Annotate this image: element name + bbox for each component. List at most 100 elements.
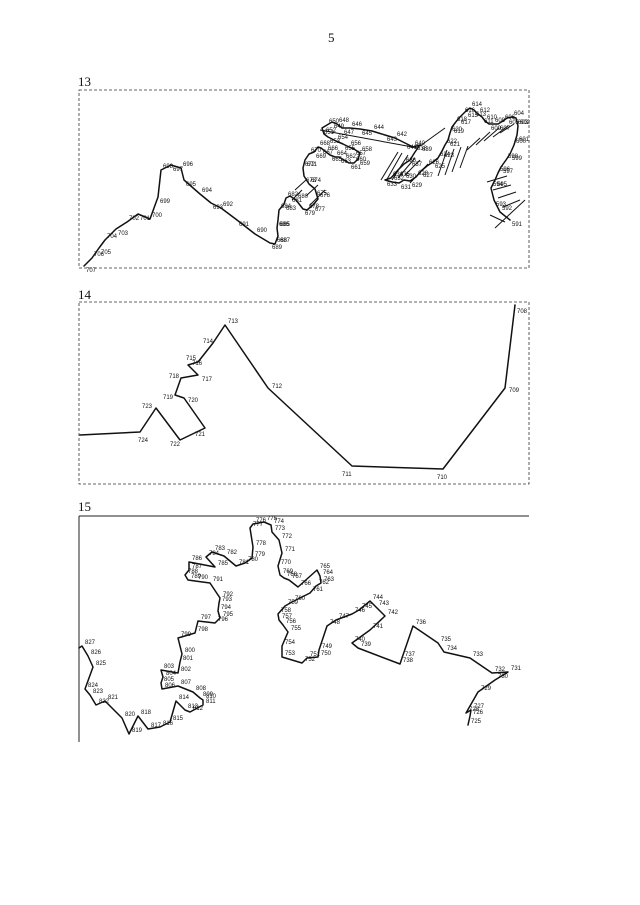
- point-label: 726: [473, 710, 484, 716]
- point-label: 658: [362, 147, 373, 153]
- point-label: 786: [192, 556, 203, 562]
- point-label: 824: [88, 683, 99, 689]
- point-label: 697: [173, 167, 184, 173]
- point-label: 806: [165, 683, 176, 689]
- point-label: 750: [321, 651, 332, 657]
- point-label: 796: [218, 617, 229, 623]
- point-label: 693: [213, 205, 224, 211]
- point-label: 819: [132, 728, 143, 734]
- point-label: 749: [322, 644, 333, 650]
- point-label: 629: [412, 183, 423, 189]
- point-label: 645: [362, 131, 373, 137]
- point-label: 820: [125, 712, 136, 718]
- point-label: 665: [332, 157, 343, 163]
- point-label: 730: [498, 674, 509, 680]
- point-label: 675: [317, 191, 328, 197]
- point-label: 748: [330, 620, 341, 626]
- point-label: 657: [356, 151, 367, 157]
- point-label: 718: [169, 374, 180, 380]
- point-label: 710: [437, 475, 448, 481]
- point-label: 673: [306, 178, 317, 184]
- figure-13-trace: [83, 107, 519, 267]
- point-label: 691: [239, 222, 250, 228]
- point-label: 692: [223, 202, 234, 208]
- point-label: 812: [193, 706, 204, 712]
- point-label: 736: [416, 620, 427, 626]
- point-label: 607: [500, 126, 511, 132]
- branch-line: [419, 127, 446, 147]
- point-label: 649: [334, 124, 345, 130]
- figure-15-trace: [78, 521, 509, 735]
- point-label: 610: [487, 115, 498, 121]
- point-label: 776: [256, 518, 267, 524]
- point-label: 814: [179, 695, 190, 701]
- point-label: 680: [298, 194, 309, 200]
- point-label: 758: [281, 608, 292, 614]
- point-label: 713: [228, 319, 239, 325]
- point-label: 770: [281, 560, 292, 566]
- point-label: 810: [206, 694, 217, 700]
- point-label: 621: [450, 142, 461, 148]
- point-label: 655: [345, 146, 356, 152]
- branch-line: [492, 184, 512, 191]
- point-label: 608: [495, 118, 506, 124]
- point-label: 753: [285, 651, 296, 657]
- branch-line: [437, 149, 448, 177]
- point-label: 653: [330, 139, 341, 145]
- point-label: 768: [287, 572, 298, 578]
- point-label: 666: [328, 146, 339, 152]
- point-label: 591: [512, 222, 523, 228]
- point-label: 724: [138, 438, 149, 444]
- branch-line: [305, 184, 319, 197]
- point-label: 593: [496, 202, 507, 208]
- point-label: 715: [186, 356, 197, 362]
- point-label: 642: [397, 132, 408, 138]
- point-label: 674: [311, 178, 322, 184]
- point-label: 755: [291, 626, 302, 632]
- branch-line: [409, 163, 429, 184]
- point-label: 719: [163, 395, 174, 401]
- point-label: 709: [509, 388, 520, 394]
- point-label: 644: [374, 125, 385, 131]
- figure-15-frame: [78, 515, 529, 742]
- point-label: 685: [280, 222, 291, 228]
- point-label: 706: [94, 252, 105, 258]
- point-label: 632: [394, 176, 405, 182]
- point-label: 617: [461, 120, 472, 126]
- point-label: 772: [282, 534, 293, 540]
- point-label: 695: [186, 182, 197, 188]
- point-label: 677: [315, 207, 326, 213]
- branch-line: [486, 175, 508, 183]
- point-label: 667: [323, 150, 334, 156]
- point-label: 788: [188, 569, 199, 575]
- point-label: 762: [319, 580, 330, 586]
- point-label: 746: [355, 608, 366, 614]
- point-label: 606: [505, 115, 516, 121]
- point-label: 624: [440, 152, 451, 158]
- branch-line: [483, 127, 500, 142]
- branch-line: [494, 199, 526, 229]
- branch-line: [319, 129, 419, 149]
- point-label: 636: [406, 158, 417, 164]
- point-label: 664: [337, 151, 348, 157]
- point-label: 728: [469, 707, 480, 713]
- point-label: 751: [310, 652, 321, 658]
- branch-line: [466, 137, 481, 151]
- branch-line: [475, 131, 491, 146]
- point-label: 637: [412, 162, 423, 168]
- branch-line: [385, 152, 403, 182]
- figure-13-branch-lines: [291, 123, 526, 229]
- point-label: 698: [163, 164, 174, 170]
- point-label: 630: [406, 174, 417, 180]
- point-label: 643: [387, 137, 398, 143]
- point-label: 717: [202, 377, 213, 383]
- point-label: 752: [305, 657, 316, 663]
- point-label: 783: [215, 546, 226, 552]
- point-label: 723: [142, 404, 153, 410]
- point-label: 614: [472, 102, 483, 108]
- point-label: 771: [285, 547, 296, 553]
- point-label: 620: [452, 127, 463, 133]
- figure-13-label: 13: [78, 74, 91, 89]
- figure-15-point-labels: 7257267277287297307317327337347357367377…: [85, 516, 522, 734]
- point-label: 690: [257, 228, 268, 234]
